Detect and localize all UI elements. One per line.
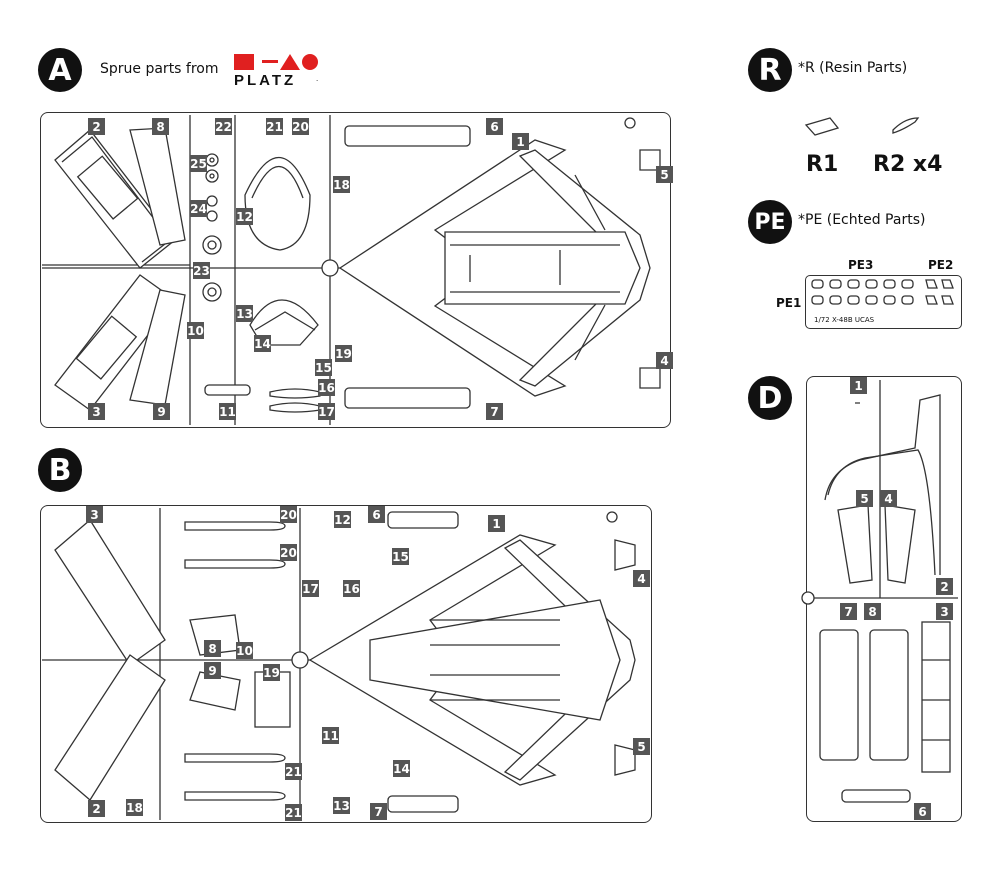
part-tag: 21 (266, 118, 283, 135)
part-tag: 4 (656, 352, 673, 369)
part-tag: 20 (292, 118, 309, 135)
pe-fret (805, 275, 962, 329)
part-tag: 5 (856, 490, 873, 507)
part-tag: 7 (840, 603, 857, 620)
logo-dash-shape (262, 60, 278, 63)
part-tag: 23 (193, 262, 210, 279)
part-tag: 19 (263, 664, 280, 681)
part-tag: 18 (333, 176, 350, 193)
part-tag: 16 (343, 580, 360, 597)
part-tag: 7 (486, 403, 503, 420)
part-tag: 12 (236, 208, 253, 225)
part-tag: 2 (88, 800, 105, 817)
section-b-badge: B (38, 448, 82, 492)
part-tag: 14 (254, 335, 271, 352)
section-a-caption: Sprue parts from (100, 61, 219, 77)
section-d-badge: D (748, 376, 792, 420)
logo-text: PLATZ (234, 72, 297, 89)
part-tag: 21 (285, 763, 302, 780)
resin-part-r2-label: R2 x4 (873, 152, 943, 177)
part-tag: 2 (936, 578, 953, 595)
part-tag: 4 (880, 490, 897, 507)
part-tag: 12 (334, 511, 351, 528)
part-tag: 1 (512, 133, 529, 150)
part-tag: 4 (633, 570, 650, 587)
part-tag: 7 (370, 803, 387, 820)
part-tag: 6 (914, 803, 931, 820)
section-pe-caption: *PE (Echted Parts) (798, 212, 926, 228)
logo-square-shape (234, 54, 254, 70)
part-tag: 8 (152, 118, 169, 135)
part-tag: 8 (204, 640, 221, 657)
part-tag: 16 (318, 379, 335, 396)
part-tag: 9 (153, 403, 170, 420)
part-tag: 3 (936, 603, 953, 620)
section-r-badge: R (748, 48, 792, 92)
platz-logo: PLATZ . (232, 52, 322, 92)
pe-fret-text: 1/72 X-48B UCAS (814, 316, 875, 324)
part-tag: 20 (280, 544, 297, 561)
part-tag: 13 (236, 305, 253, 322)
part-tag: 6 (486, 118, 503, 135)
part-tag: 11 (322, 727, 339, 744)
part-tag: 20 (280, 506, 297, 523)
pe1-label: PE1 (776, 296, 802, 310)
part-tag: 9 (204, 662, 221, 679)
part-tag: 17 (318, 403, 335, 420)
logo-triangle-shape (280, 54, 300, 70)
part-tag: 18 (126, 799, 143, 816)
part-tag: 22 (215, 118, 232, 135)
part-tag: 3 (86, 506, 103, 523)
part-tag: 5 (656, 166, 673, 183)
resin-part-r1-label: R1 (806, 152, 839, 177)
section-r-caption: *R (Resin Parts) (798, 60, 908, 76)
part-tag: 2 (88, 118, 105, 135)
logo-mark: . (316, 74, 319, 83)
pe3-label: PE3 (848, 258, 874, 272)
part-tag: 8 (864, 603, 881, 620)
pe2-label: PE2 (928, 258, 954, 272)
part-tag: 21 (285, 804, 302, 821)
part-tag: 13 (333, 797, 350, 814)
part-tag: 6 (368, 506, 385, 523)
part-tag: 1 (488, 515, 505, 532)
part-tag: 10 (236, 642, 253, 659)
part-tag: 14 (393, 760, 410, 777)
logo-circle-shape (302, 54, 318, 70)
part-tag: 3 (88, 403, 105, 420)
part-tag: 10 (187, 322, 204, 339)
section-pe-badge: PE (748, 200, 792, 244)
part-tag: 25 (190, 155, 207, 172)
part-tag: 24 (190, 200, 207, 217)
part-tag: 5 (633, 738, 650, 755)
section-a-badge: A (38, 48, 82, 92)
part-tag: 1 (850, 377, 867, 394)
part-tag: 19 (335, 345, 352, 362)
part-tag: 15 (392, 548, 409, 565)
part-tag: 11 (219, 403, 236, 420)
part-tag: 17 (302, 580, 319, 597)
part-tag: 15 (315, 359, 332, 376)
